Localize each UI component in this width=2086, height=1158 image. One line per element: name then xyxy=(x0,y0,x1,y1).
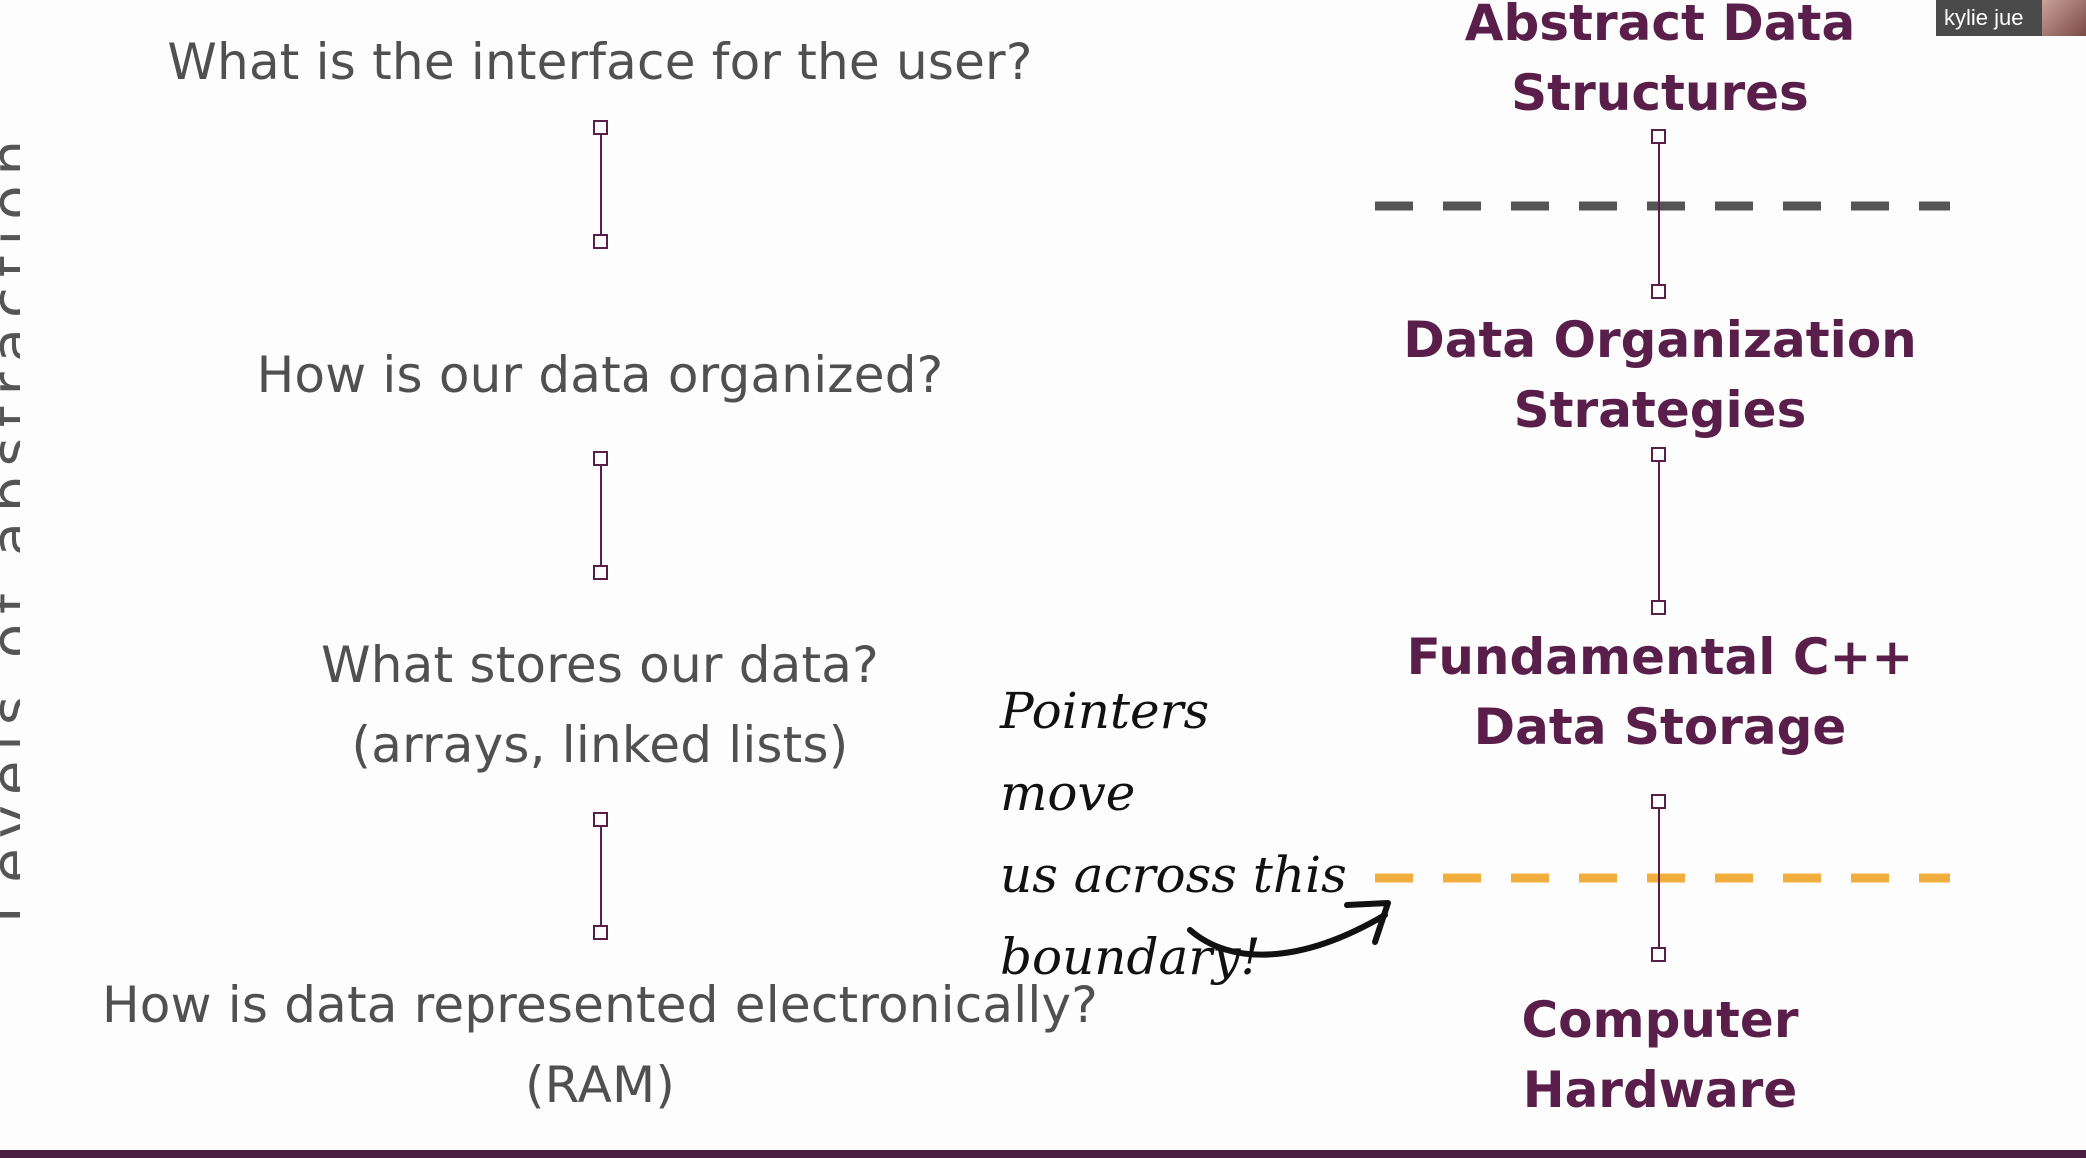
pointers-annotation: Pointers move us across this boundary! xyxy=(1000,682,1347,986)
participant-name-tag: kylie jue xyxy=(1936,0,2086,36)
level-fundamental-cpp-storage: Fundamental C++ Data Storage xyxy=(1406,628,1914,756)
question-user-interface: What is the interface for the user? xyxy=(167,33,1033,91)
curved-arrow-icon xyxy=(1187,900,1391,958)
connector-right-1 xyxy=(1651,129,1666,299)
connector-right-3 xyxy=(1651,794,1666,962)
question-data-represented: How is data represented electronically? … xyxy=(102,976,1098,1114)
slide-bottom-bar xyxy=(0,1150,2086,1158)
connector-right-2 xyxy=(1651,447,1666,615)
connector-left-2 xyxy=(593,451,608,580)
question-data-organized: How is our data organized? xyxy=(256,346,944,404)
connector-left-3 xyxy=(593,812,608,940)
level-abstract-data-structures: Abstract Data Structures xyxy=(1464,0,1856,122)
connector-left-1 xyxy=(593,120,608,249)
participant-video-thumbnail xyxy=(2042,0,2086,36)
level-data-organization-strategies: Data Organization Strategies xyxy=(1403,311,1917,439)
participant-name: kylie jue xyxy=(1944,5,2024,30)
level-computer-hardware: Computer Hardware xyxy=(1521,991,1799,1119)
question-what-stores-data: What stores our data? (arrays, linked li… xyxy=(321,636,879,774)
